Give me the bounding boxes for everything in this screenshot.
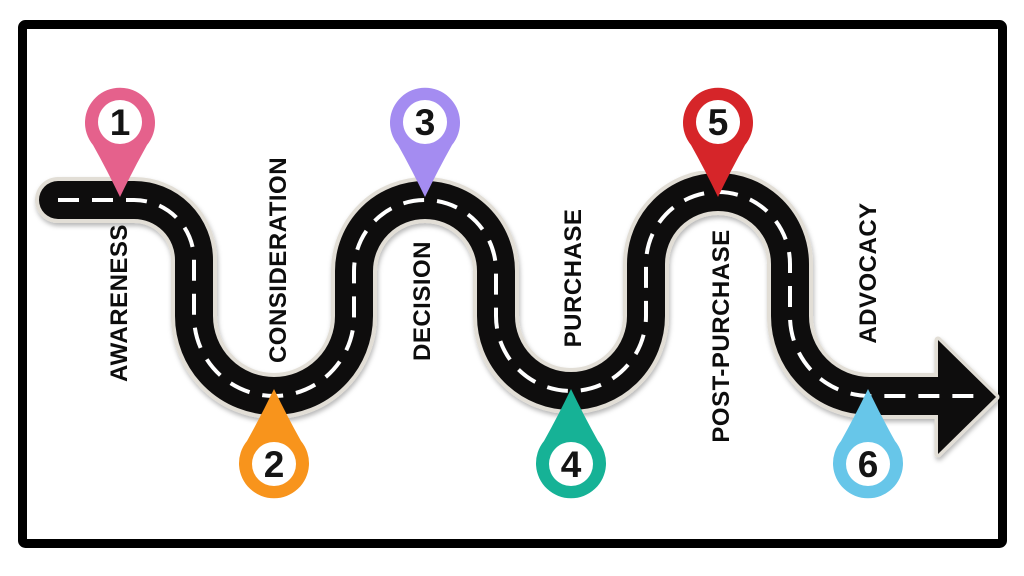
pin-purchase: 4 — [536, 389, 606, 499]
road — [35, 169, 1000, 458]
stage-label-consideration: CONSIDERATION — [265, 157, 292, 363]
pin-advocacy: 6 — [833, 389, 903, 499]
pin-purchase-number: 4 — [561, 444, 582, 485]
stage-label-purchase: PURCHASE — [560, 209, 587, 348]
pin-awareness-number: 1 — [110, 102, 131, 143]
pin-decision-number: 3 — [415, 102, 436, 143]
pin-consideration-number: 2 — [264, 444, 285, 485]
pin-decision-disc — [403, 100, 447, 144]
road-centerline — [58, 190, 984, 398]
pin-post-purchase-disc — [696, 100, 740, 144]
stage-label-advocacy: ADVOCACY — [855, 202, 882, 343]
pin-purchase-disc — [549, 442, 593, 486]
pin-post-purchase: 5 — [683, 87, 753, 197]
pin-awareness: 1 — [85, 87, 155, 197]
pin-advocacy-disc — [846, 442, 890, 486]
pin-consideration-disc — [252, 442, 296, 486]
pin-advocacy-number: 6 — [858, 444, 879, 485]
pin-decision: 3 — [390, 87, 460, 197]
stage-label-decision: DECISION — [409, 241, 436, 361]
pin-awareness-disc — [98, 100, 142, 144]
pin-consideration: 2 — [239, 389, 309, 499]
stage-label-awareness: AWARENESS — [106, 224, 133, 382]
stage-label-post-purchase: POST-PURCHASE — [708, 229, 735, 442]
pin-post-purchase-number: 5 — [708, 102, 729, 143]
